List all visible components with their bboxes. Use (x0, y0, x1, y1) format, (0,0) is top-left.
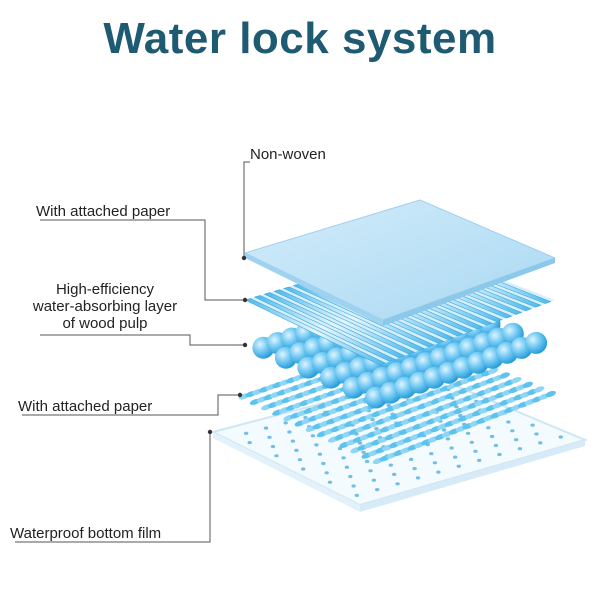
label-waterproof-film: Waterproof bottom film (10, 525, 162, 542)
leader-paper-bottom (22, 394, 240, 416)
page-title: Water lock system (103, 14, 497, 63)
label-nonwoven: Non-woven (250, 146, 326, 163)
nonwoven-layer (243, 199, 557, 326)
label-wood-pulp: High-efficiency water-absorbing layer of… (10, 281, 200, 332)
leader-lines (15, 161, 250, 543)
label-attached-paper-top: With attached paper (36, 203, 171, 220)
label-wood-pulp-line3: of wood pulp (62, 315, 148, 332)
leader-nonwoven (243, 161, 250, 258)
leader-paper-top (40, 219, 245, 301)
label-wood-pulp-line2: water-absorbing layer (32, 298, 178, 315)
label-attached-paper-bottom: With attached paper (18, 398, 153, 415)
leader-pulp (40, 334, 245, 346)
leader-film (15, 432, 211, 543)
label-wood-pulp-line1: High-efficiency (55, 281, 155, 298)
